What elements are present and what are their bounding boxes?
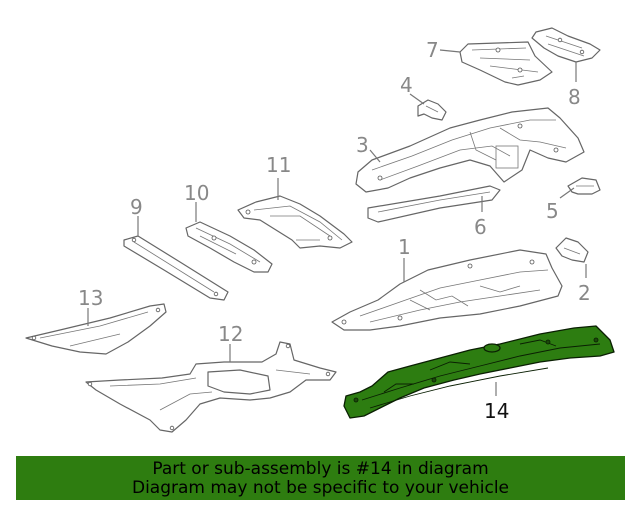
info-banner: Part or sub-assembly is #14 in diagram D… bbox=[16, 456, 625, 500]
part-2-bracket[interactable] bbox=[555, 237, 589, 263]
leader-7 bbox=[439, 49, 461, 53]
part-6-rail[interactable] bbox=[367, 185, 501, 223]
part-1-cover[interactable] bbox=[331, 249, 563, 331]
callout-9[interactable]: 9 bbox=[130, 195, 143, 219]
callout-8[interactable]: 8 bbox=[568, 85, 581, 109]
callout-14[interactable]: 14 bbox=[484, 399, 509, 423]
banner-line-1: Part or sub-assembly is #14 in diagram bbox=[152, 459, 489, 479]
callout-10[interactable]: 10 bbox=[184, 181, 209, 205]
leader-4 bbox=[409, 93, 425, 105]
callout-5[interactable]: 5 bbox=[546, 199, 559, 223]
callout-12[interactable]: 12 bbox=[218, 322, 243, 346]
callout-6[interactable]: 6 bbox=[474, 215, 487, 239]
callout-1[interactable]: 1 bbox=[398, 235, 411, 259]
part-7-plate[interactable] bbox=[459, 41, 553, 86]
part-4-bracket[interactable] bbox=[417, 99, 447, 121]
part-12-brace[interactable] bbox=[85, 341, 337, 433]
part-13-plate[interactable] bbox=[25, 303, 167, 355]
leader-3 bbox=[369, 149, 381, 163]
parts-diagram: 7 8 4 3 6 5 2 bbox=[25, 27, 615, 433]
leader-5 bbox=[559, 187, 575, 199]
part-8-bracket[interactable] bbox=[531, 27, 601, 63]
callout-3[interactable]: 3 bbox=[356, 133, 369, 157]
part-11-bracket[interactable] bbox=[237, 195, 353, 249]
part-14-under-cover-highlighted[interactable] bbox=[343, 325, 615, 419]
callout-4[interactable]: 4 bbox=[400, 73, 413, 97]
callout-11[interactable]: 11 bbox=[266, 153, 291, 177]
part-9-bar[interactable] bbox=[123, 235, 229, 301]
callout-7[interactable]: 7 bbox=[426, 38, 439, 62]
callout-2[interactable]: 2 bbox=[578, 281, 591, 305]
part-10-bracket[interactable] bbox=[185, 221, 273, 273]
banner-line-2: Diagram may not be specific to your vehi… bbox=[131, 478, 509, 498]
part-5-bracket[interactable] bbox=[567, 177, 601, 195]
callout-13[interactable]: 13 bbox=[78, 286, 103, 310]
part-3-crossmember[interactable] bbox=[355, 107, 585, 193]
